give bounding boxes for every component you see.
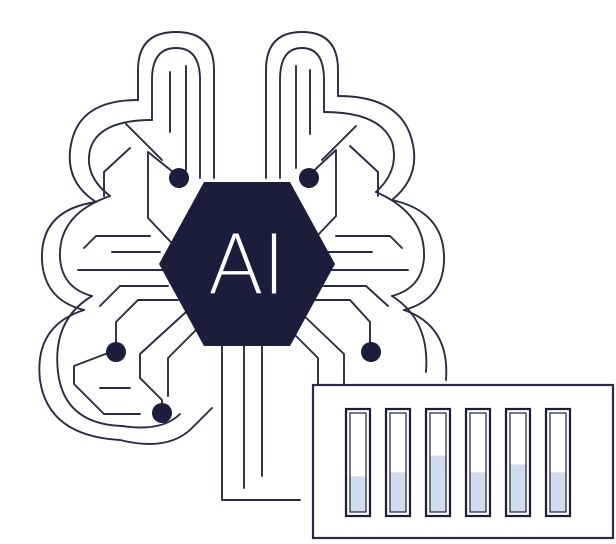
meter-fill [430,455,446,512]
meter-fill [470,472,486,512]
meter-tube-inner [349,412,367,513]
node-dot [361,342,381,362]
meter-tube [464,407,492,518]
meter-tube [544,407,572,518]
meter-tube-inner [549,412,567,513]
meter-fill [550,472,566,512]
meter-tube [384,407,412,518]
meter-fill [390,472,406,512]
meter-fill [350,476,366,512]
node-dot [152,403,172,423]
meter-tube-inner [469,412,487,513]
meter-tube [344,407,372,518]
meter-fill [510,464,526,512]
meter-tube [504,407,532,518]
ai-label: AI [208,219,284,314]
meter-tube-inner [429,412,447,513]
node-dot [106,342,126,362]
connector-dots [106,168,381,423]
node-dot [299,168,319,188]
meter-bars [344,407,572,518]
meter-tube-inner [389,412,407,513]
right-hemisphere [243,31,448,489]
left-hemisphere [38,31,301,501]
meter-tube-inner [509,412,527,513]
level-meter-icon [311,383,615,540]
node-dot [169,168,189,188]
ai-hexagon-chip-icon: AI [159,182,335,346]
meter-tube [424,407,452,518]
